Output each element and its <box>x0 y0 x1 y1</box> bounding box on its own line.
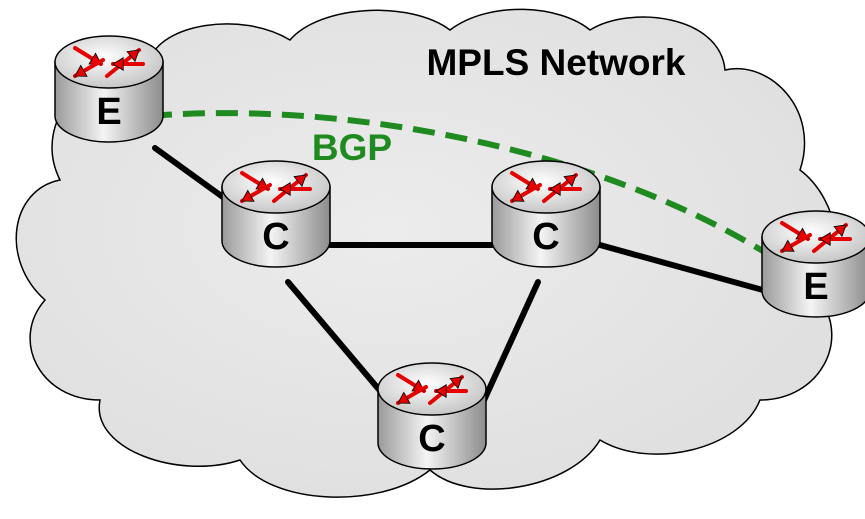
router-core-1: C <box>221 160 331 268</box>
router-label: E <box>96 91 121 133</box>
router-label: C <box>262 216 289 258</box>
mpls-cloud <box>15 8 839 498</box>
link-core-2-edge-right <box>597 242 773 295</box>
router-arrows-icon <box>73 46 145 78</box>
network-title: MPLS Network <box>426 42 685 83</box>
router-arrows-icon <box>510 171 582 203</box>
router-layer: E C C C E <box>54 35 865 470</box>
router-arrows-icon <box>780 221 852 253</box>
router-core-3: C <box>377 362 487 470</box>
router-label: C <box>418 418 445 460</box>
bgp-label: BGP <box>312 127 392 168</box>
router-edge-right: E <box>761 210 865 318</box>
router-label: C <box>532 216 559 258</box>
router-core-2: C <box>491 160 601 268</box>
bgp-session-line <box>149 110 787 268</box>
router-edge-left: E <box>54 35 164 143</box>
router-label: E <box>803 266 828 308</box>
router-arrows-icon <box>396 373 468 405</box>
router-arrows-icon <box>240 171 312 203</box>
